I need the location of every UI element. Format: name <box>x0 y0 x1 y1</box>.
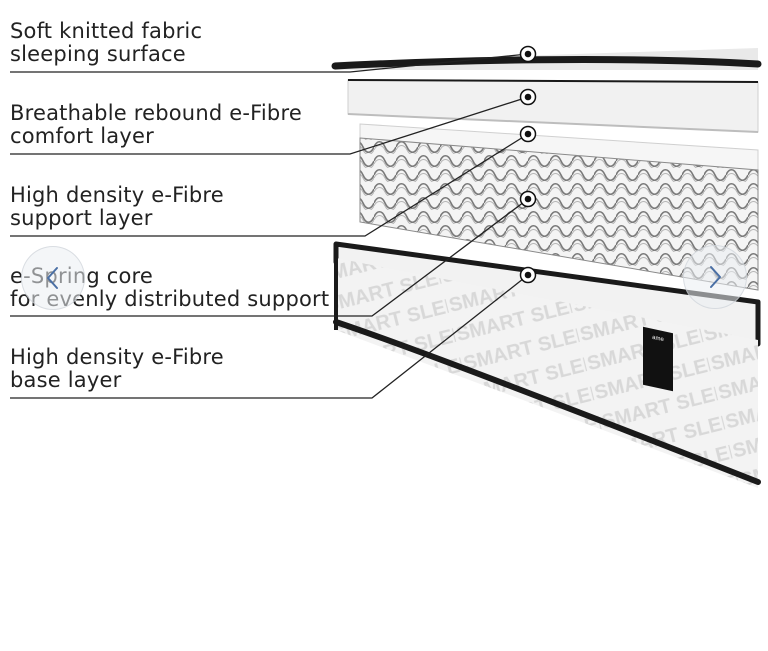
layer-label-support-line1: High density e-Fibre <box>10 183 224 207</box>
carousel-next-button[interactable] <box>683 245 747 309</box>
layer-label-base: High density e-Fibre base layer <box>10 346 224 392</box>
layer-label-comfort: Breathable rebound e-Fibre comfort layer <box>10 102 302 148</box>
layer-label-surface-line1: Soft knitted fabric <box>10 19 203 43</box>
layer-label-spring-line2: for evenly distributed support <box>10 287 330 311</box>
callout-line-surface <box>10 53 529 73</box>
layer-label-surface: Soft knitted fabric sleeping surface <box>10 20 202 66</box>
layer-label-comfort-line1: Breathable rebound e-Fibre <box>10 101 302 125</box>
callout-dot-surface <box>519 45 537 63</box>
mattress-printed-border <box>336 258 758 488</box>
callout-lines <box>10 53 529 399</box>
layer-label-support: High density e-Fibre support layer <box>10 184 224 230</box>
layer-label-base-line1: High density e-Fibre <box>10 345 224 369</box>
callout-line-base <box>10 274 529 399</box>
callout-dot-comfort <box>519 88 537 106</box>
chevron-right-icon <box>710 266 721 288</box>
layer-label-support-line2: support layer <box>10 206 153 230</box>
brand-label-tag: ame <box>643 326 673 392</box>
layer-label-base-line2: base layer <box>10 368 122 392</box>
carousel-prev-button[interactable] <box>21 246 85 310</box>
callout-line-support <box>10 133 529 237</box>
callout-markers <box>519 45 537 284</box>
callout-dot-base <box>519 266 537 284</box>
chevron-left-icon <box>47 267 58 289</box>
callout-line-spring <box>10 198 529 317</box>
spring-core-block <box>359 137 759 291</box>
fabric-surface-edge <box>331 56 762 70</box>
comfort-layer-slab <box>347 79 759 133</box>
brand-tag-text: ame <box>652 334 664 344</box>
layer-label-surface-line2: sleeping surface <box>10 42 186 66</box>
callout-dot-spring <box>519 190 537 208</box>
callout-line-comfort <box>10 96 529 155</box>
layer-label-comfort-line2: comfort layer <box>10 124 154 148</box>
callout-dot-support <box>519 125 537 143</box>
